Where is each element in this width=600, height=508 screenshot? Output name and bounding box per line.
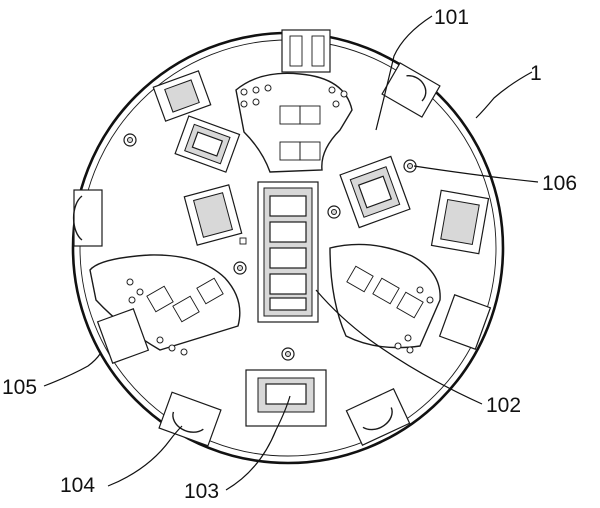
side-modules [152, 70, 490, 255]
ref-label-104: 104 [60, 474, 95, 497]
petal-dots [126, 84, 434, 356]
reference-numerals: 101 1 106 102 103 104 105 [2, 6, 577, 503]
ref-label-105: 105 [2, 376, 37, 399]
bottom-module-103 [245, 369, 327, 427]
leader-lines [43, 15, 539, 491]
ref-label-106: 106 [542, 172, 577, 195]
ref-label-101: 101 [434, 6, 469, 29]
fasteners [123, 133, 417, 361]
center-module-102 [257, 181, 319, 323]
ref-label-103: 103 [184, 480, 219, 503]
petal-joints [146, 29, 424, 323]
ref-label-102: 102 [486, 394, 521, 417]
ref-label-1: 1 [530, 62, 542, 85]
rim-wheels [72, 62, 492, 447]
